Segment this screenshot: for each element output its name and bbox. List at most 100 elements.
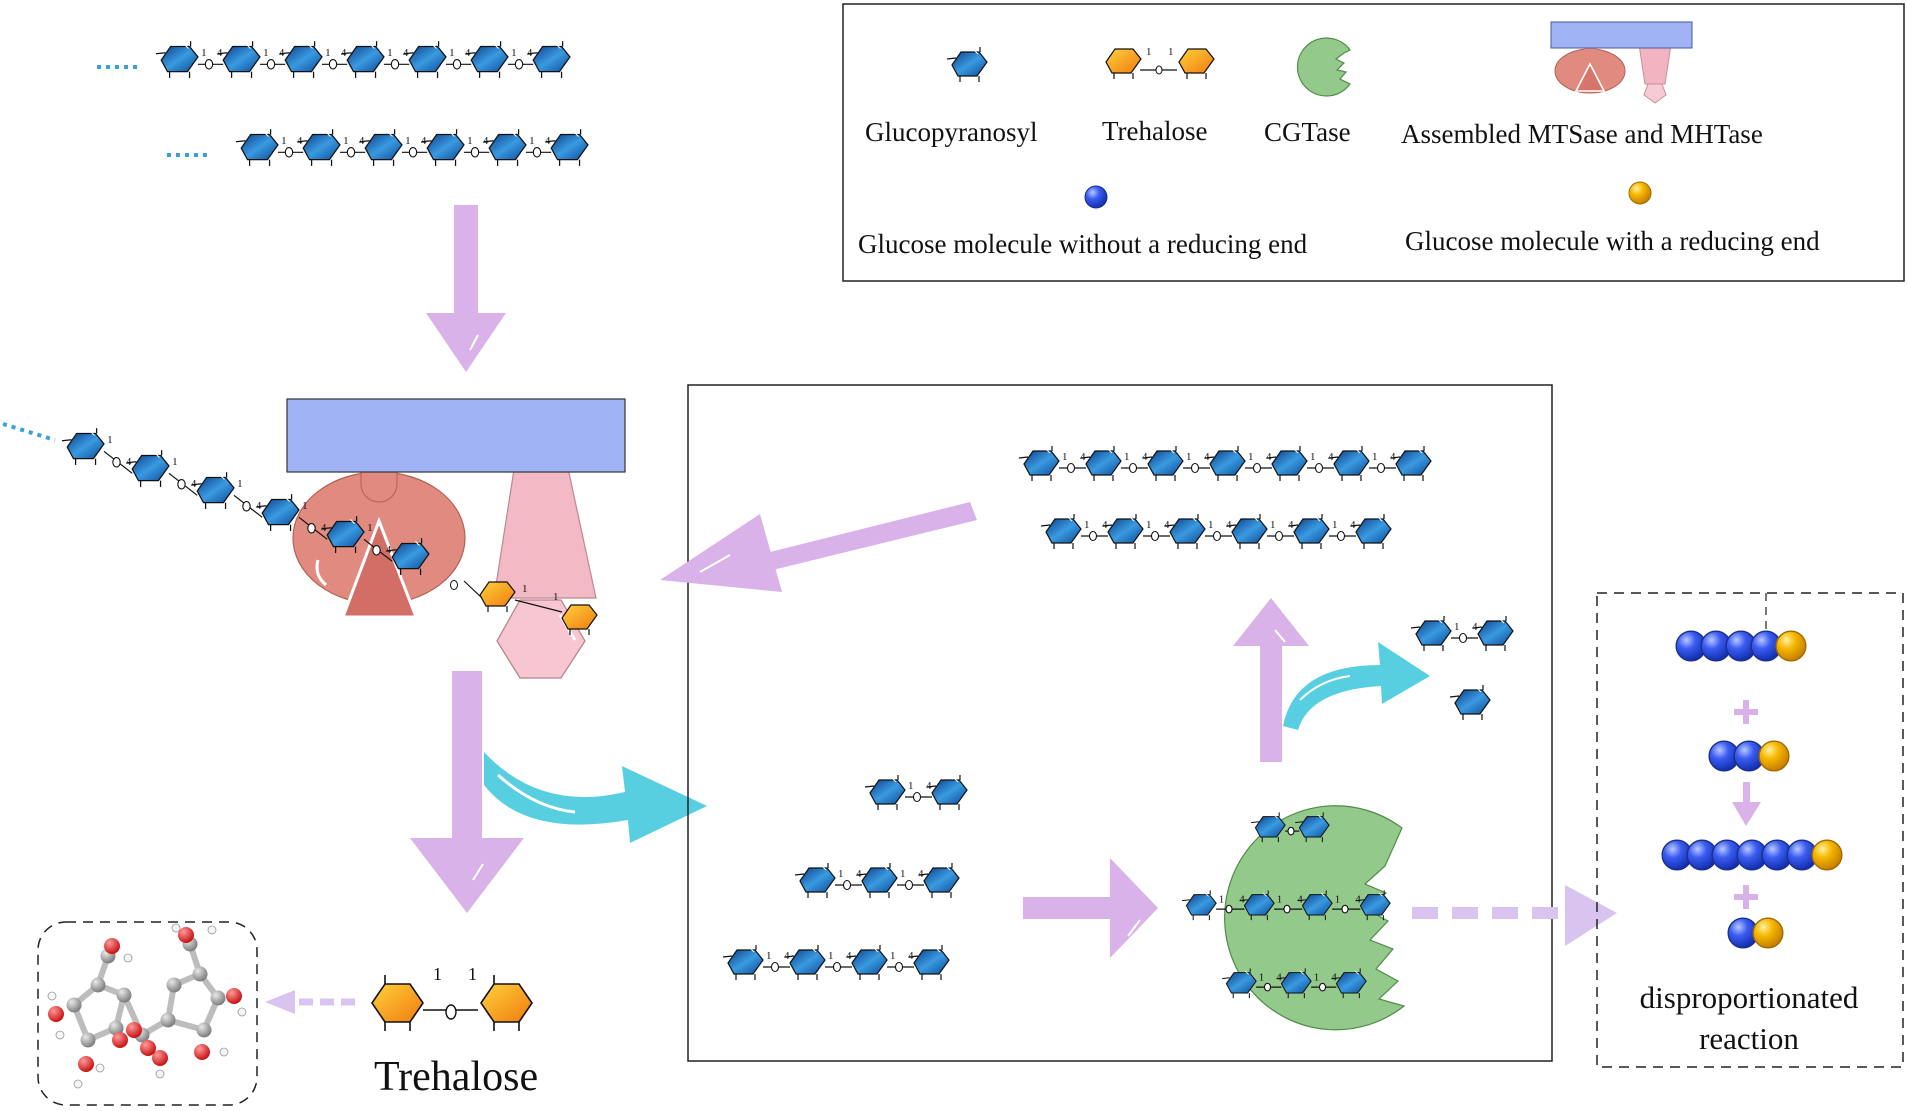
down-arrow-small [1732,782,1761,826]
svg-text:1: 1 [467,135,473,147]
cyan-curved-arrow-1 [484,752,707,843]
svg-text:1: 1 [553,591,559,603]
legend-cgtase-label: CGTase [1264,117,1351,147]
svg-text:4: 4 [1331,971,1337,983]
svg-text:1: 1 [1277,893,1283,905]
svg-text:4: 4 [908,950,914,962]
svg-text:4: 4 [846,950,852,962]
svg-text:4: 4 [191,478,197,490]
glucopyranosyl-ring-icon [61,427,105,466]
svg-text:4: 4 [1164,519,1170,531]
svg-text:1: 1 [1219,893,1225,905]
yellow-sphere-icon [1628,181,1652,205]
glucopyranosyl-ring-icon [846,944,888,981]
svg-text:1: 1 [107,434,113,446]
svg-text:1: 1 [263,47,269,59]
svg-text:4: 4 [256,500,262,512]
legend-glucopyranosyl-label: Glucopyranosyl [865,117,1037,147]
cgtase-reaction-box [687,384,1553,1062]
svg-text:1: 1 [1270,519,1276,531]
svg-text:4: 4 [545,135,551,147]
svg-text:4: 4 [1390,451,1396,463]
svg-text:1: 1 [900,868,906,880]
trehalose-3d-model-icon [37,921,258,1106]
svg-text:4: 4 [1080,451,1086,463]
svg-text:4: 4 [1276,971,1282,983]
glucose-sphere-chains [1661,630,1843,949]
svg-text:4: 4 [421,135,427,147]
svg-text:1: 1 [766,950,772,962]
svg-text:4: 4 [1288,519,1294,531]
svg-text:1: 1 [828,950,834,962]
svg-text:4: 4 [1328,451,1334,463]
svg-text:4: 4 [1297,893,1303,905]
glucopyranosyl-ring-icon [1472,615,1514,652]
chain-dotted-tails [2,65,210,442]
svg-text:1: 1 [449,47,455,59]
glucopyranosyl-ring-icon [256,493,300,532]
glucopyranosyl-ring-icon [1226,513,1268,550]
glucopyranosyl-ring-icon [918,862,960,899]
disproportionated-label-line2: reaction [1699,1021,1799,1056]
svg-text:1: 1 [281,135,287,147]
glucopyranosyl-ring-icon [1288,513,1330,550]
violet-down-arrow-1 [426,205,506,372]
svg-text:4: 4 [856,868,862,880]
glucopyranosyl-ring-icon [341,40,385,79]
violet-down-arrow-2 [410,671,524,913]
glucopyranosyl-ring-icon [1204,445,1246,482]
glucopyranosyl-ring-icon [1142,445,1184,482]
svg-text:4: 4 [1204,451,1210,463]
glucopyranosyl-ring-icon [403,40,447,79]
glucopyranosyl-ring-icon [155,40,199,79]
glucopyranosyl-ring-icon [1018,445,1060,482]
svg-text:1: 1 [529,135,535,147]
svg-text:1: 1 [1168,46,1174,58]
svg-text:4: 4 [483,135,489,147]
dashed-arrow-to-model [265,990,355,1014]
glucopyranosyl-ring-icon [908,944,950,981]
svg-text:4: 4 [297,135,303,147]
glucopyranosyl-ring-icon [465,40,509,79]
legend-box: Glucopyranosyl 1 1 Trehalose CGTase Asse… [842,3,1905,282]
yellow-sphere-icon [1752,917,1784,949]
svg-text:1: 1 [511,47,516,59]
svg-text:4: 4 [1226,519,1232,531]
svg-text:1: 1 [1062,451,1068,463]
svg-text:1: 1 [343,135,349,147]
svg-text:1: 1 [908,780,914,792]
blue-sphere-icon [1084,185,1108,209]
trehalose-product-label: Trehalose [374,1054,538,1100]
svg-text:1: 1 [1314,971,1320,983]
glucopyranosyl-ring-icon [784,944,826,981]
svg-text:4: 4 [359,135,365,147]
svg-text:4: 4 [126,456,132,468]
cgtase-enzyme-icon [1296,37,1351,97]
yellow-sphere-icon [1775,630,1807,662]
legend-glucose-no-reducing-label: Glucose molecule without a reducing end [858,229,1308,259]
glucopyranosyl-ring-icon [722,944,764,981]
svg-text:1: 1 [1372,451,1378,463]
svg-text:4: 4 [1266,451,1272,463]
svg-text:1: 1 [1124,451,1130,463]
svg-text:4: 4 [403,47,409,59]
svg-text:1: 1 [1335,893,1341,905]
glucopyranosyl-ring-icon [483,128,527,167]
svg-text:4: 4 [465,47,471,59]
svg-text:4: 4 [527,47,533,59]
svg-text:1: 1 [1186,451,1192,463]
svg-text:1: 1 [1146,519,1152,531]
glucopyranosyl-ring-icon [864,774,906,811]
glucopyranosyl-ring-icon [297,128,341,167]
svg-text:4: 4 [1355,893,1361,905]
svg-text:1: 1 [433,964,442,984]
plus-sign-2 [1734,885,1758,909]
glucopyranosyl-ring-icon [126,449,170,488]
glucopyranosyl-ring-icon [1080,445,1122,482]
